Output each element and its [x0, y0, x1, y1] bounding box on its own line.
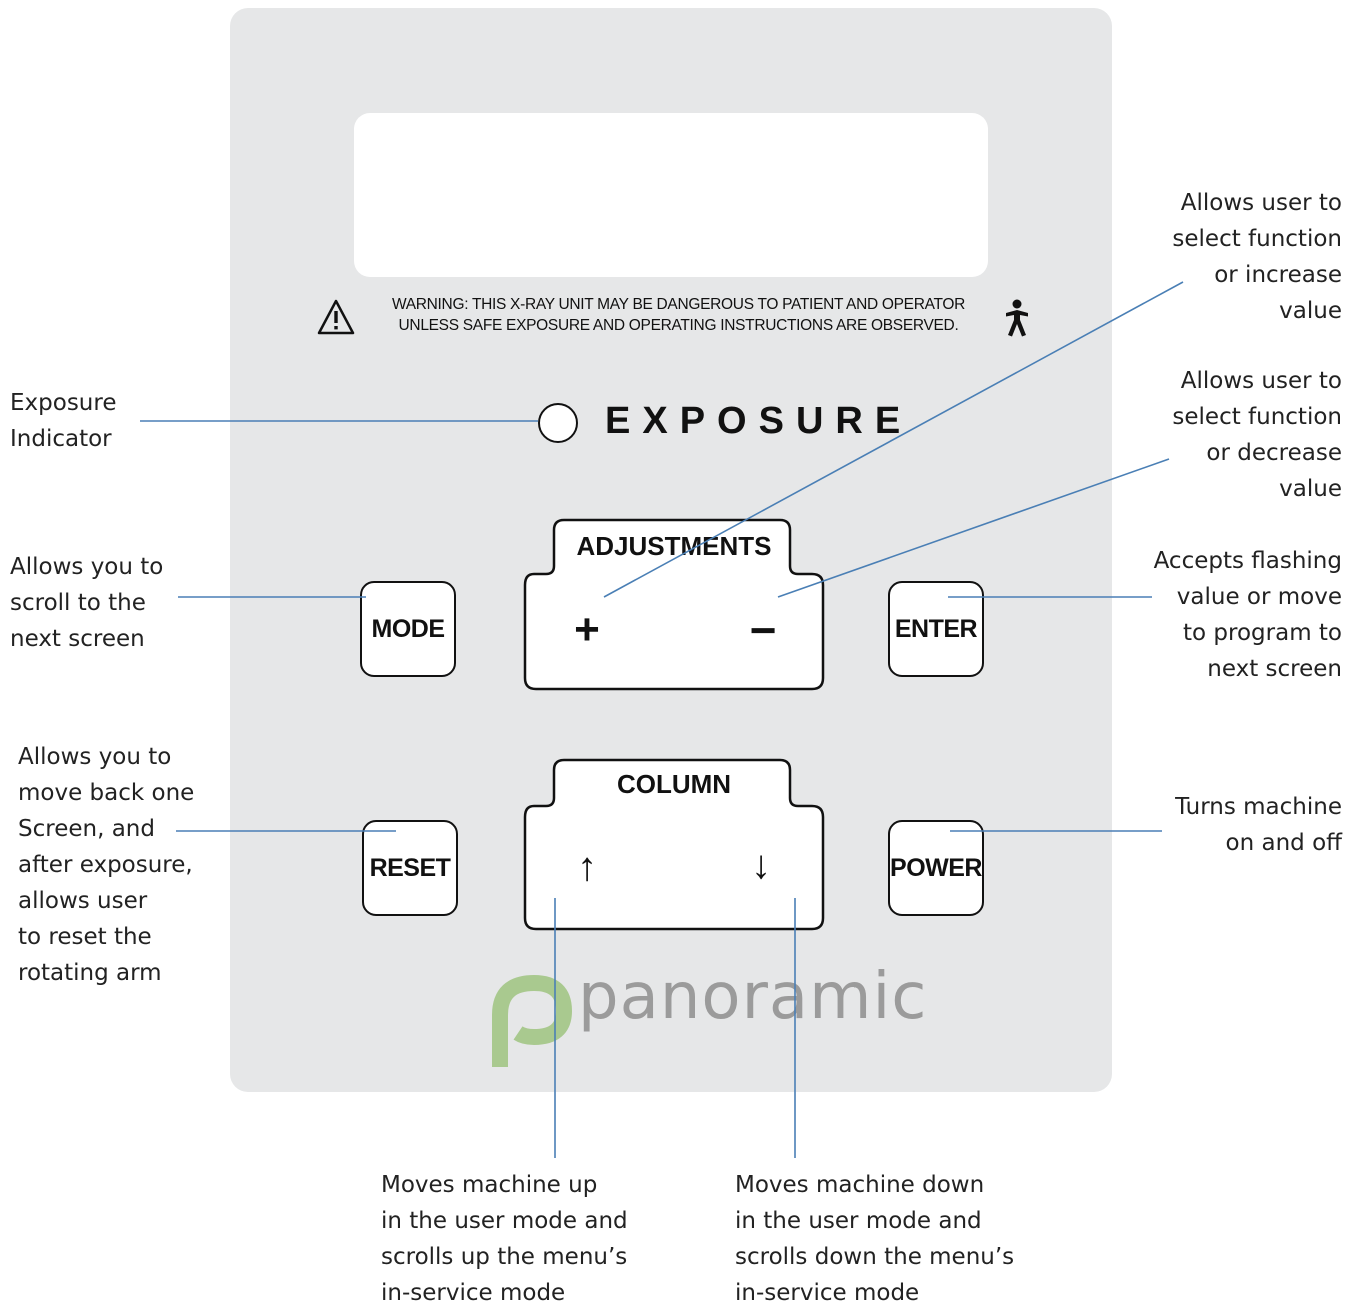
warning-line-1: WARNING: THIS X-RAY UNIT MAY BE DANGEROU… — [391, 296, 966, 313]
callout-column-up: Moves machine up in the user mode and sc… — [381, 1167, 628, 1311]
panoramic-logo-mark — [492, 975, 573, 1067]
callout-line: Indicator — [10, 426, 112, 452]
warning-text: WARNING: THIS X-RAY UNIT MAY BE DANGEROU… — [356, 294, 1001, 336]
warning-triangle-icon — [317, 299, 355, 335]
warning-line-2: UNLESS SAFE EXPOSURE AND OPERATING INSTR… — [398, 317, 959, 334]
callout-line: value or move — [1176, 584, 1342, 610]
callout-line: scroll to the — [10, 590, 146, 616]
callout-line: value — [1279, 298, 1342, 324]
callout-line: or decrease — [1206, 440, 1342, 466]
exposure-indicator-light — [538, 403, 578, 443]
power-button[interactable]: POWER — [888, 820, 984, 916]
callout-line: value — [1279, 476, 1342, 502]
callout-minus: Allows user to select function or decrea… — [1172, 363, 1342, 507]
callout-plus: Allows user to select function or increa… — [1172, 185, 1342, 329]
callout-line: Exposure — [10, 390, 117, 416]
exposure-label: EXPOSURE — [605, 400, 913, 442]
trademark-symbol: ™ — [853, 985, 860, 992]
warning-notice: WARNING: THIS X-RAY UNIT MAY BE DANGEROU… — [316, 294, 1036, 346]
callout-line: scrolls down the menu’s — [735, 1244, 1015, 1270]
callout-line: move back one — [18, 780, 195, 806]
callout-reset: Allows you to move back one Screen, and … — [18, 739, 194, 991]
callout-line: in the user mode and — [735, 1208, 982, 1234]
callout-line: Screen, and — [18, 816, 155, 842]
lcd-display — [354, 113, 988, 277]
callout-line: Allows user to — [1180, 368, 1342, 394]
callout-line: scrolls up the menu’s — [381, 1244, 628, 1270]
column-key-outline — [523, 758, 825, 931]
callout-line: select function — [1172, 226, 1342, 252]
adjustments-key-outline — [523, 518, 825, 691]
mode-button[interactable]: MODE — [360, 581, 456, 677]
callout-line: Accepts flashing — [1153, 548, 1342, 574]
column-down-button[interactable]: ↓ — [751, 843, 771, 887]
callout-line: next screen — [10, 626, 145, 652]
callout-line: Allows user to — [1180, 190, 1342, 216]
panoramic-logo-text: panoramic — [578, 960, 928, 1034]
leader-minus — [777, 458, 1170, 598]
callout-line: on and off — [1225, 830, 1342, 856]
column-label: COLUMN — [616, 769, 732, 799]
callout-exposure-indicator: Exposure Indicator — [10, 385, 116, 457]
callout-line: to program to — [1183, 620, 1342, 646]
callout-column-down: Moves machine down in the user mode and … — [735, 1167, 1014, 1311]
callout-line: allows user — [18, 888, 148, 914]
callout-line: Allows you to — [18, 744, 172, 770]
callout-line: Turns machine — [1175, 794, 1342, 820]
column-up-button[interactable]: ↑ — [577, 845, 597, 889]
plus-button[interactable]: + — [574, 605, 600, 654]
callout-line: in the user mode and — [381, 1208, 628, 1234]
callout-line: Allows you to — [10, 554, 164, 580]
callout-line: select function — [1172, 404, 1342, 430]
callout-line: or increase — [1214, 262, 1342, 288]
leader-plus — [603, 281, 1184, 598]
adjustments-key[interactable]: ADJUSTMENTS + − — [522, 517, 826, 693]
callout-enter: Accepts flashing value or move to progra… — [1154, 543, 1342, 687]
callout-line: Moves machine down — [735, 1172, 985, 1198]
minus-button[interactable]: − — [749, 604, 777, 656]
adjustments-label: ADJUSTMENTS — [576, 531, 772, 561]
column-key[interactable]: COLUMN ↑ ↓ — [522, 757, 826, 933]
callout-line: next screen — [1207, 656, 1342, 682]
callout-line: to reset the — [18, 924, 152, 950]
reset-button[interactable]: RESET — [362, 820, 458, 916]
callout-line: after exposure, — [18, 852, 193, 878]
callout-line: Moves machine up — [381, 1172, 598, 1198]
callout-mode: Allows you to scroll to the next screen — [10, 549, 163, 657]
callout-line: rotating arm — [18, 960, 162, 986]
callout-power: Turns machine on and off — [1175, 789, 1342, 861]
patient-figure-icon — [1006, 299, 1028, 337]
callout-line: in-service mode — [381, 1280, 566, 1306]
callout-line: in-service mode — [735, 1280, 920, 1306]
